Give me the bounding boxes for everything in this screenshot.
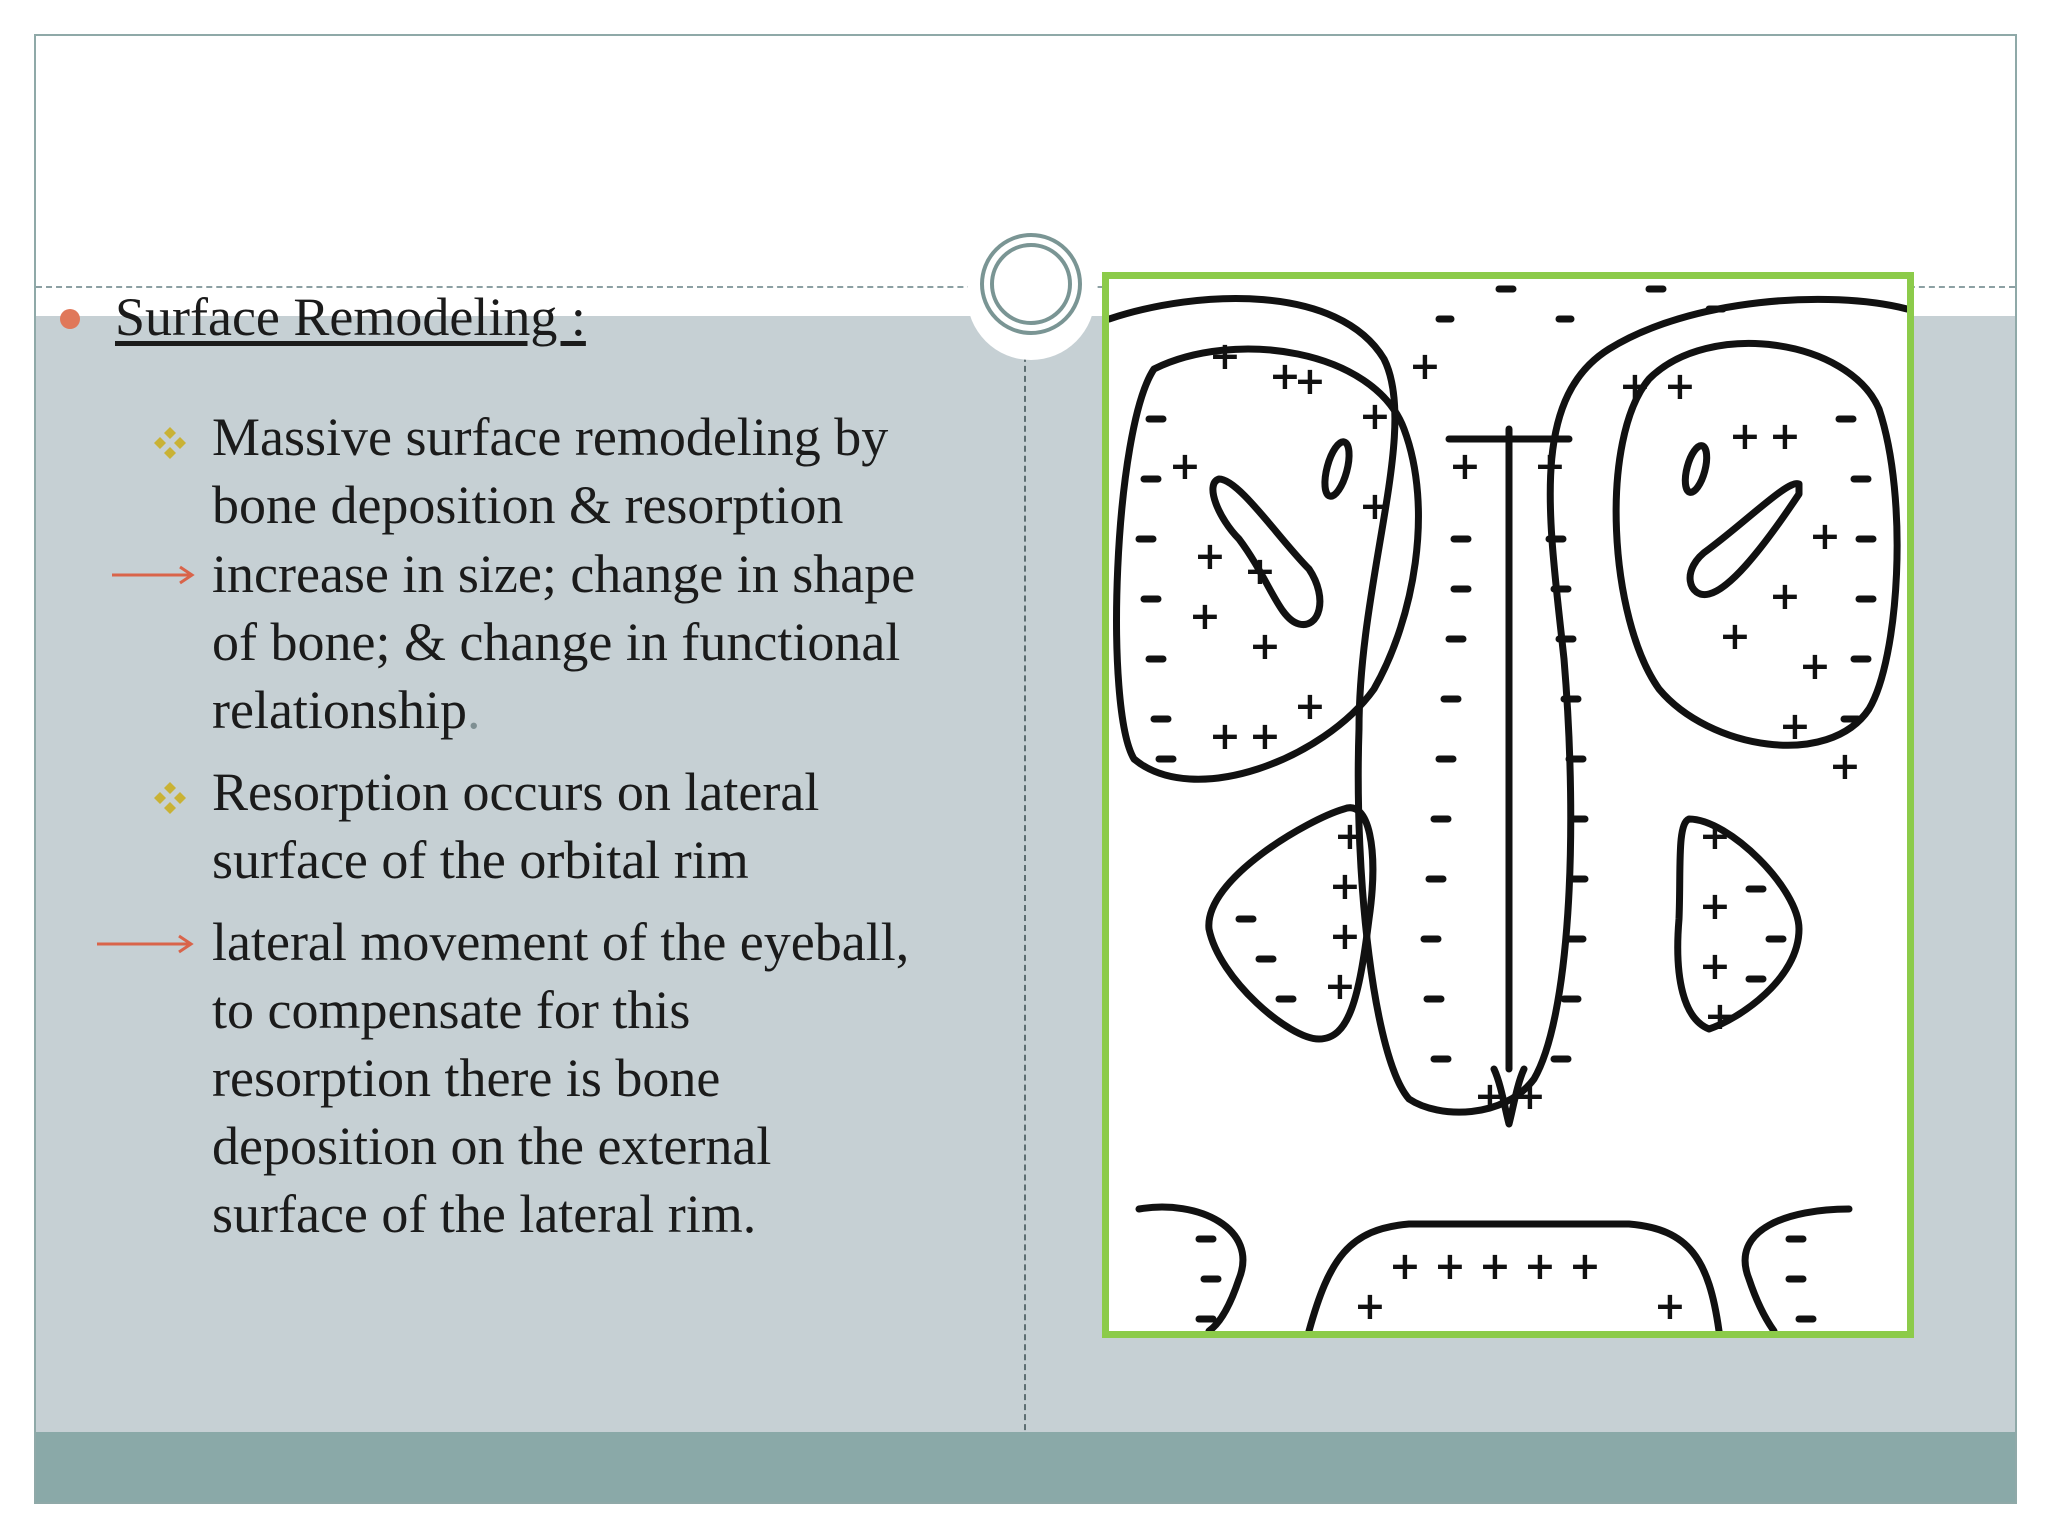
svg-text:+: + <box>1729 414 1761 458</box>
svg-text:+: + <box>1324 964 1356 1008</box>
svg-text:+: + <box>1619 364 1651 408</box>
followup-line-3: resorption there is bone <box>212 1048 721 1108</box>
svg-text:+: + <box>1209 334 1241 378</box>
svg-text:+: + <box>1699 814 1731 858</box>
svg-text:+: + <box>1334 814 1366 858</box>
svg-text:+: + <box>1479 1244 1511 1288</box>
svg-text:+: + <box>1294 684 1326 728</box>
four-diamond-bullet-icon <box>154 782 186 814</box>
svg-text:+: + <box>1654 1284 1686 1328</box>
svg-text:+: + <box>1329 914 1361 958</box>
column-divider <box>1024 316 1026 1470</box>
svg-text:+: + <box>1769 414 1801 458</box>
svg-text:+: + <box>1769 574 1801 618</box>
svg-text:+: + <box>1209 714 1241 758</box>
diagram-drawing: +++ +++ +++ +++ ++ ++ +++ +++ +++ + +++ … <box>1109 285 1907 1331</box>
svg-text:+: + <box>1359 394 1391 438</box>
bullet-1-line-3: increase in size; change in shape <box>212 544 916 604</box>
double-ring-icon <box>980 233 1082 335</box>
svg-text:+: + <box>1294 359 1326 403</box>
svg-text:+: + <box>1244 549 1276 593</box>
svg-text:+: + <box>1779 704 1811 748</box>
svg-text:+: + <box>1409 344 1441 388</box>
slide-heading: Surface Remodeling : <box>115 287 586 347</box>
right-arrow-icon <box>97 934 194 954</box>
followup-line-2: to compensate for this <box>212 980 691 1040</box>
followup-line-5: surface of the lateral rim. <box>212 1184 757 1244</box>
svg-text:+: + <box>1664 364 1696 408</box>
svg-text:+: + <box>1249 624 1281 668</box>
svg-text:+: + <box>1169 444 1201 488</box>
svg-text:+: + <box>1354 1284 1386 1328</box>
circle-bullet-icon <box>60 309 80 329</box>
svg-text:+: + <box>1569 1244 1601 1288</box>
bullet-1-line-2: bone deposition & resorption <box>212 475 844 535</box>
svg-text:+: + <box>1829 744 1861 788</box>
svg-text:+: + <box>1269 354 1301 398</box>
followup-line-1: lateral movement of the eyeball, <box>212 912 910 972</box>
bone-remodeling-diagram: +++ +++ +++ +++ ++ ++ +++ +++ +++ + +++ … <box>1102 272 1914 1338</box>
svg-text:+: + <box>1389 1244 1421 1288</box>
bullet-1-line-4: of bone; & change in functional <box>212 612 901 672</box>
svg-text:+: + <box>1514 1074 1546 1118</box>
svg-text:+: + <box>1699 884 1731 928</box>
svg-text:+: + <box>1359 484 1391 528</box>
bullet-1-line-1: Massive surface remodeling by <box>212 407 889 467</box>
right-arrow-icon <box>112 565 195 585</box>
svg-text:+: + <box>1474 1074 1506 1118</box>
four-diamond-bullet-icon <box>154 427 186 459</box>
bullet-1-line-5: relationship. <box>212 680 481 740</box>
bullet-2-line-2: surface of the orbital rim <box>212 830 749 890</box>
svg-text:+: + <box>1329 864 1361 908</box>
svg-text:+: + <box>1524 1244 1556 1288</box>
svg-text:+: + <box>1719 614 1751 658</box>
svg-text:+: + <box>1189 594 1221 638</box>
svg-text:+: + <box>1799 644 1831 688</box>
footer-bar <box>36 1432 2015 1502</box>
svg-text:+: + <box>1449 444 1481 488</box>
svg-text:+: + <box>1704 994 1736 1038</box>
svg-text:+: + <box>1249 714 1281 758</box>
svg-text:+: + <box>1434 1244 1466 1288</box>
svg-text:+: + <box>1809 514 1841 558</box>
svg-text:+: + <box>1194 534 1226 578</box>
svg-text:+: + <box>1534 444 1566 488</box>
followup-line-4: deposition on the external <box>212 1116 772 1176</box>
svg-text:+: + <box>1699 944 1731 988</box>
bullet-2-line-1: Resorption occurs on lateral <box>212 762 820 822</box>
